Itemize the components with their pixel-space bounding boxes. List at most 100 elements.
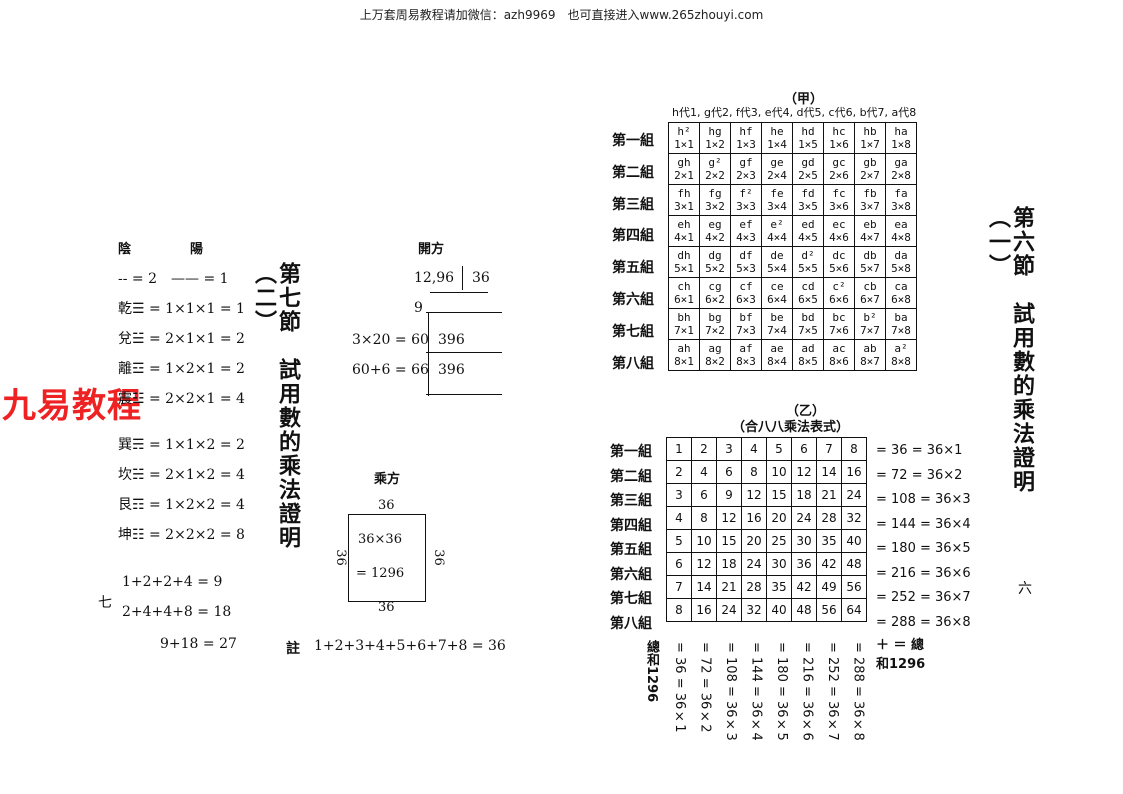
table-b-row-equation: = 252 = 36×7 (876, 590, 971, 605)
kaifang-nine: 9 (414, 300, 423, 316)
table-b-cell: 56 (816, 598, 842, 622)
table-b-cell: 21 (816, 483, 842, 507)
kaifang-step2: 60+6 = 66 (352, 362, 429, 378)
table-b-cell: 7 (816, 437, 842, 461)
sum-total: 9+18 = 27 (160, 636, 237, 652)
square-box (348, 514, 426, 602)
table-b-cell: 20 (741, 529, 767, 553)
table-b-row-equation: = 288 = 36×8 (876, 614, 971, 630)
table-b-cell: 12 (741, 483, 767, 507)
table-b-cell: 2 (691, 437, 717, 461)
table-b-cell: 2 (666, 460, 692, 484)
table-b-cell: 18 (791, 483, 817, 507)
table-b-row-equation: = 144 = 36×4 (876, 516, 971, 532)
table-b-cell: 56 (841, 575, 867, 599)
table-b-cell: 28 (741, 575, 767, 599)
table-b-cell: 16 (841, 460, 867, 484)
table-b-column-sum: = 288 = 36×8 (850, 642, 866, 741)
table-b-cell: 14 (691, 575, 717, 599)
trigram-row: 坤☷ = 2×2×2 = 8 (118, 527, 245, 543)
table-b-cell: 8 (666, 598, 692, 622)
table-b-cell: 40 (841, 529, 867, 553)
table-b-cell: 24 (741, 552, 767, 576)
table-b-row-label: 第六組 (610, 566, 652, 583)
table-b-cell: 28 (816, 506, 842, 530)
kaifang-label: 開方 (418, 242, 445, 257)
table-b-cell: 48 (791, 598, 817, 622)
table-b-cell: 32 (841, 506, 867, 530)
table-b-cell: 5 (666, 529, 692, 553)
table-b-label: （乙） (786, 404, 826, 419)
sum-line-1: 1+2+2+4 = 9 (122, 574, 223, 590)
table-b-cell: 1 (666, 437, 692, 461)
table-b-column-sum: = 108 = 36×3 (723, 642, 738, 741)
trigram-row: 巽☴ = 1×1×2 = 2 (118, 437, 245, 453)
table-b-cell: 42 (791, 575, 817, 599)
table-b-cell: 42 (816, 552, 842, 576)
square-line2: = 1296 (356, 566, 405, 581)
table-b-cell: 21 (716, 575, 742, 599)
trigram-row: 兌☱ = 2×1×1 = 2 (118, 331, 245, 347)
table-b-cell: 48 (841, 552, 867, 576)
table-b-cell: 4 (741, 437, 767, 461)
table-b-cell: 12 (691, 552, 717, 576)
total-right: ＋ ＝ 總和1296 (876, 638, 926, 672)
section-six-title: 第六節 試用數的乘法證明（一） (985, 206, 1035, 494)
table-a-row-label: 第六組 (612, 292, 654, 308)
kaifang-step1-val: 396 (438, 332, 465, 348)
table-b-cell: 6 (691, 483, 717, 507)
square-top: 36 (378, 498, 395, 513)
table-a-row-label: 第二組 (612, 164, 654, 181)
table-b-cell: 6 (666, 552, 692, 576)
table-b-cell: 40 (766, 598, 792, 622)
table-b-cell: 6 (791, 437, 817, 461)
table-b-row-equation: = 108 = 36×3 (876, 492, 971, 507)
note-label: 註 (286, 641, 300, 657)
page-number-seven: 七 (98, 595, 112, 611)
kaifang-root: 36 (472, 270, 490, 286)
table-b-column-sum: = 144 = 36×4 (748, 642, 764, 741)
table-b-cell: 12 (716, 506, 742, 530)
kaifang-step1: 3×20 = 60 (352, 332, 429, 348)
table-b-row-label: 第三組 (610, 493, 652, 509)
kaifang-step2-val: 396 (438, 362, 465, 378)
table-a-row-label: 第八組 (612, 355, 654, 372)
